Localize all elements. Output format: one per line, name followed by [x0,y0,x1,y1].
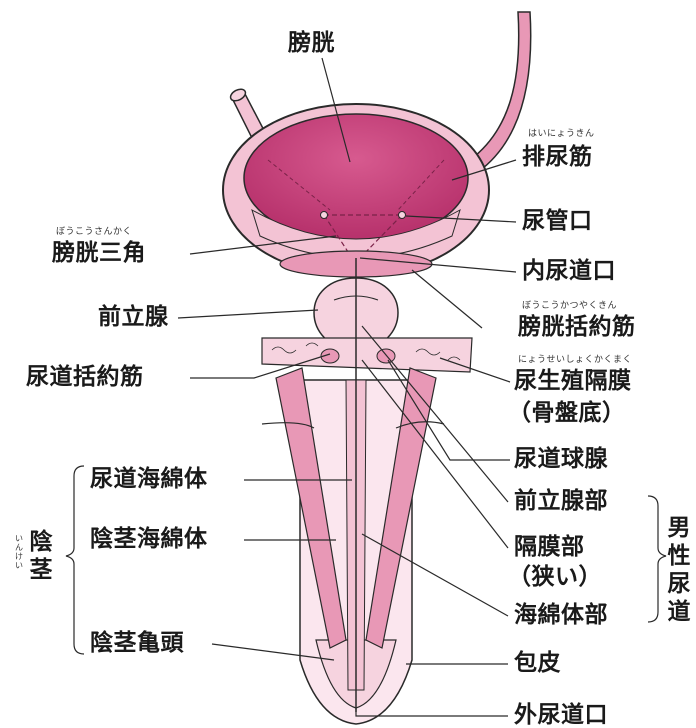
label-bulbourethral-gland: 尿道球腺 [514,448,608,471]
leader-bladder-sphincter [412,270,482,328]
label-glans: 陰茎亀頭 [90,632,184,655]
label-external-urethral-orifice: 外尿道口 [514,704,608,727]
label-pelvic-floor: （骨盤底） [508,402,626,425]
ruby-urogenital-diaphragm: にょうせいしょくかくまく [518,356,632,365]
label-penis: 陰茎 [28,528,54,584]
label-foreskin: 包皮 [514,652,561,675]
right-ureteral-orifice [399,212,406,219]
left-ureteral-orifice [321,212,328,219]
label-corpus-cavernosum: 陰茎海綿体 [90,528,208,551]
label-spongy-part: 海綿体部 [514,604,608,627]
ruby-penis: いんけい [14,534,24,570]
ruby-detrusor: はいにょうきん [528,130,595,139]
label-bladder-sphincter: 膀胱括約筋 [518,316,636,339]
leader-prostate [178,310,318,318]
label-corpus-spongiosum: 尿道海綿体 [90,468,208,491]
label-ureteral-orifice: 尿管口 [522,210,593,233]
label-urethral-sphincter: 尿道括約筋 [26,366,144,389]
penis-bracket [66,466,84,654]
label-bladder: 膀胱 [288,32,335,55]
label-urogenital-diaphragm: 尿生殖隔膜 [514,370,632,393]
ruby-trigone: ぼうこうさんかく [56,228,132,237]
label-detrusor: 排尿筋 [522,146,593,169]
label-prostate: 前立腺 [98,306,169,329]
label-membranous-part: 隔膜部 [514,536,585,559]
label-prostatic-part: 前立腺部 [514,490,608,513]
label-internal-urethral-orifice: 内尿道口 [522,260,616,283]
bulbourethral-gland-right [377,349,395,363]
ruby-bladder-sphincter: ぼうこうかつやくきん [522,302,617,311]
male-urethra-bracket [648,496,666,622]
label-trigone: 膀胱三角 [52,242,146,265]
label-male-urethra: 男性尿道 [666,514,692,626]
label-narrow: （狭い） [508,566,602,589]
